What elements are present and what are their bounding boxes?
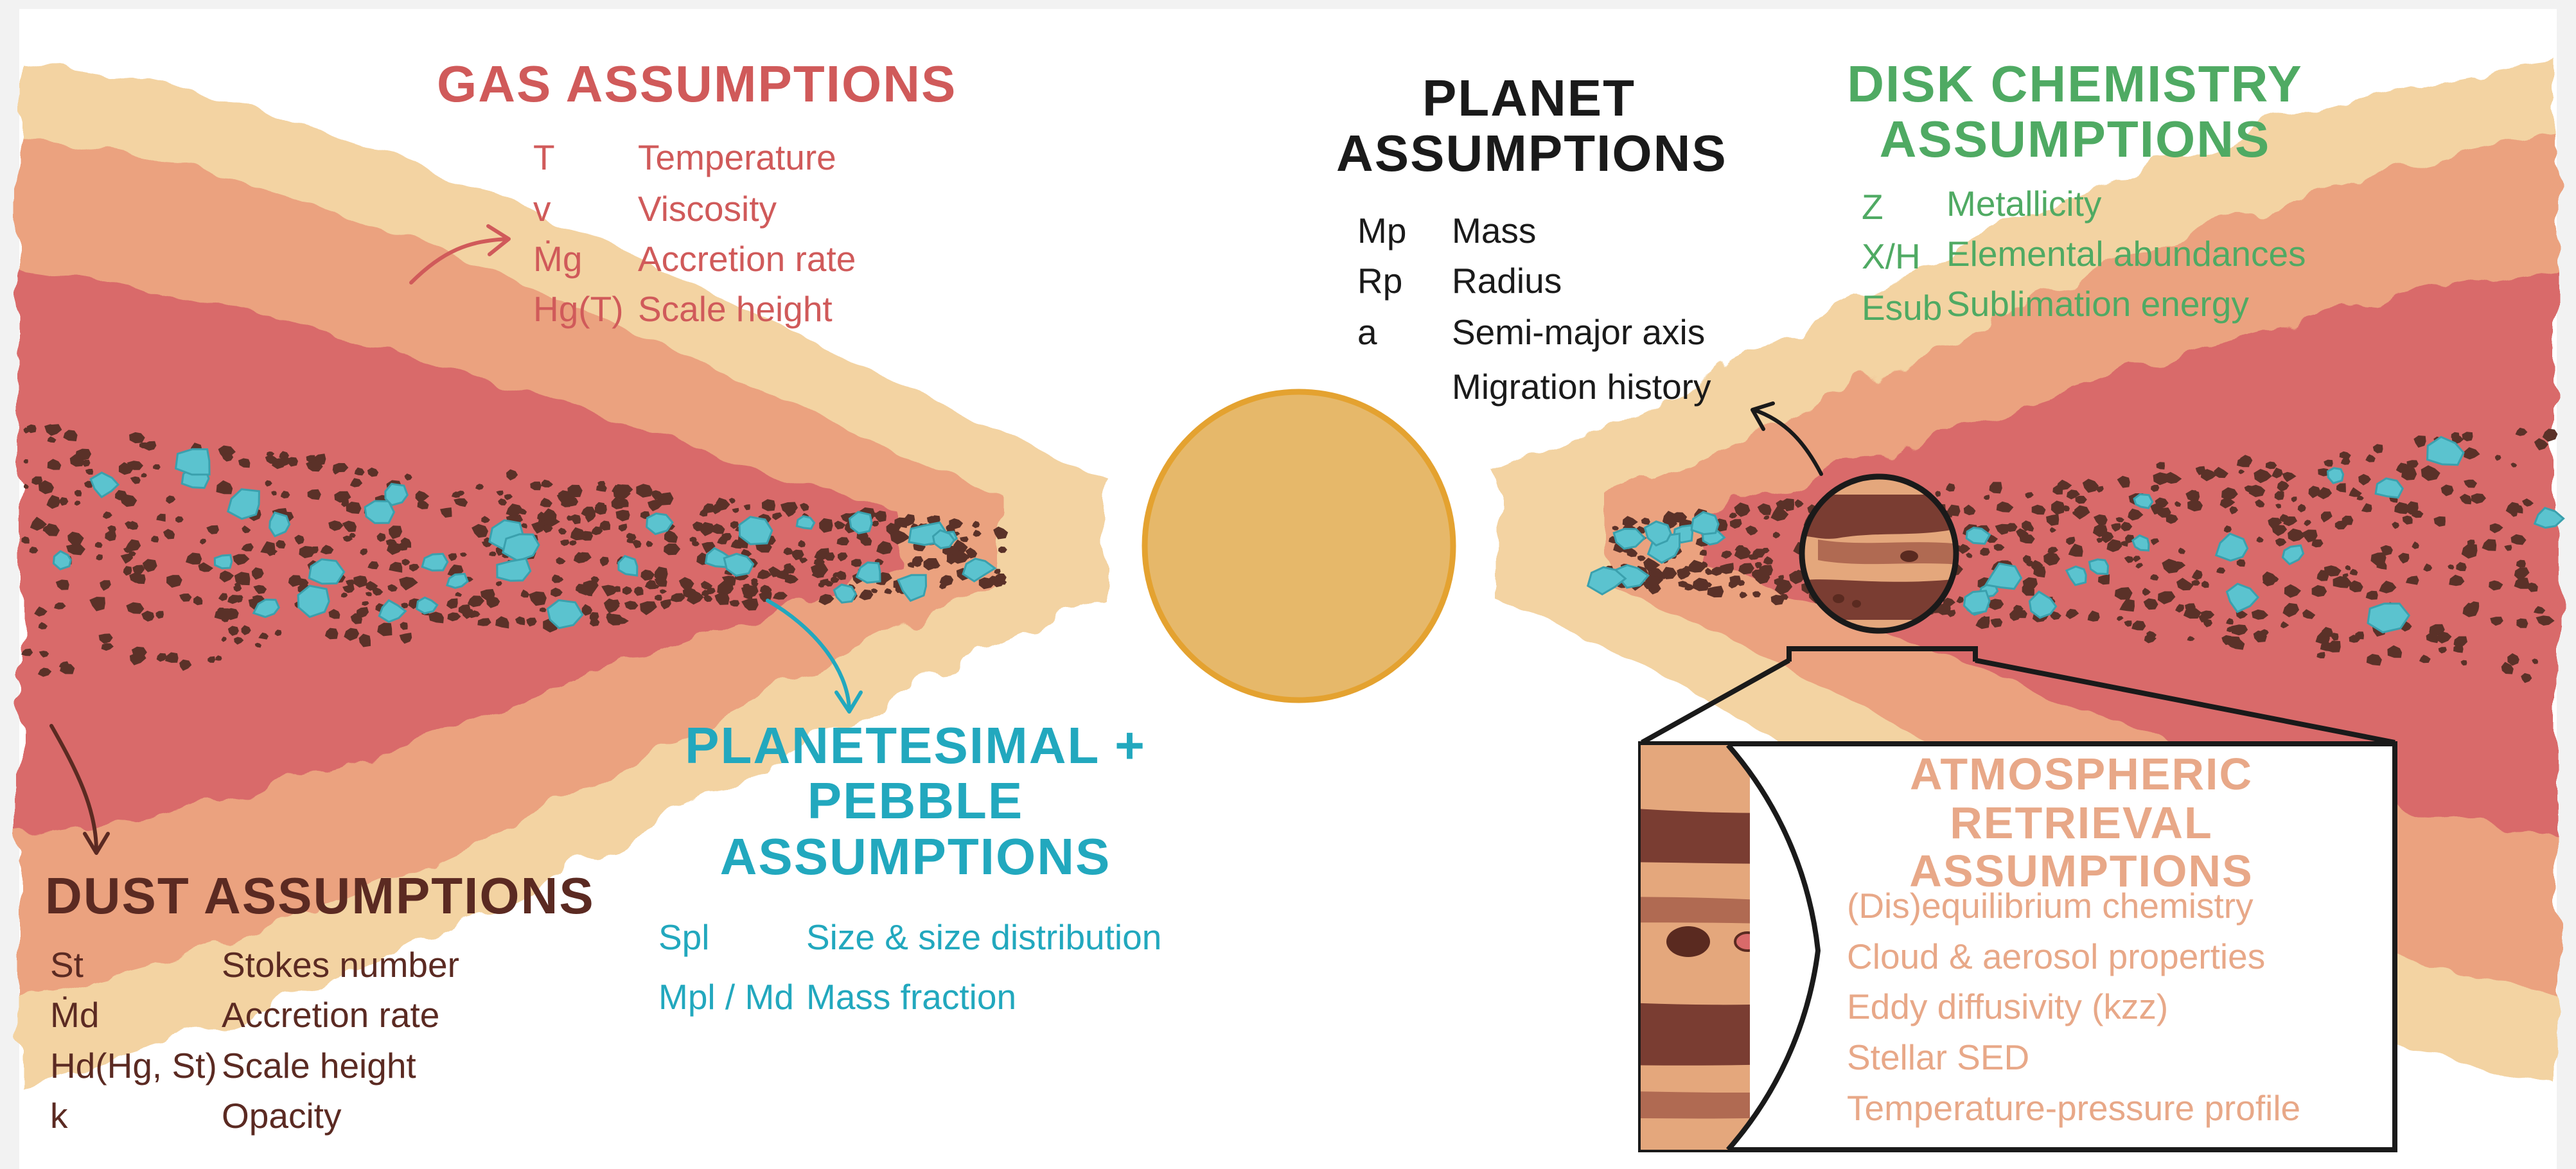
gas-symbol-scale-height: Hg(T): [533, 292, 624, 327]
atmosphere-item-stellar-sed: Stellar SED: [1847, 1040, 2029, 1075]
planet-label-radius: Radius: [1452, 263, 1562, 299]
ice-pebble: [215, 555, 231, 568]
planet-title-line-1: PLANET: [1336, 71, 1722, 126]
atmosphere-item-chemistry: (Dis)equilibrium chemistry: [1847, 888, 2254, 924]
planet-assumptions-title: PLANET ASSUMPTIONS: [1336, 71, 1722, 182]
planet-label-migration: Migration history: [1452, 369, 1711, 405]
pebble-symbol-size: Spl: [658, 920, 710, 955]
ice-pebble: [1964, 591, 1989, 613]
gas-label-viscosity: Viscosity: [638, 191, 777, 227]
dust-symbol-accretion: Ṁd: [50, 998, 99, 1033]
star: [1145, 392, 1453, 700]
atmosphere-item-eddy-diffusivity: Eddy diffusivity (kzz): [1847, 989, 2168, 1024]
pebble-title-line-2: PEBBLE: [642, 773, 1188, 829]
pebble-title-line-1: PLANETESIMAL +: [642, 718, 1188, 773]
gas-label-temperature: Temperature: [638, 140, 836, 175]
pebble-label-size: Size & size distribution: [806, 920, 1161, 955]
pebble-title-line-3: ASSUMPTIONS: [642, 829, 1188, 884]
planet-label-semi-major-axis: Semi-major axis: [1452, 315, 1705, 350]
ice-pebble: [176, 449, 210, 475]
planet-label-mass: Mass: [1452, 213, 1536, 249]
ice-pebble: [619, 556, 637, 576]
dust-assumptions-title: DUST ASSUMPTIONS: [45, 868, 595, 924]
chemistry-label-abundances: Elemental abundances: [1946, 236, 2306, 272]
gas-assumptions-title: GAS ASSUMPTIONS: [437, 57, 957, 112]
atmosphere-title-line-1: ATMOSPHERIC RETRIEVAL: [1773, 750, 2390, 847]
pebble-assumptions-title: PLANETESIMAL + PEBBLE ASSUMPTIONS: [642, 718, 1188, 884]
dust-label-stokes: Stokes number: [222, 947, 459, 983]
pebble-symbol-mass-fraction: Mpl / Md: [658, 980, 794, 1015]
chemistry-symbol-abundances: X/H: [1862, 239, 1921, 274]
atmosphere-item-tp-profile: Temperature-pressure profile: [1847, 1091, 2300, 1126]
gas-symbol-accretion: Ṁg: [533, 242, 582, 277]
dust-label-scale-height: Scale height: [222, 1048, 416, 1084]
atmosphere-item-clouds: Cloud & aerosol properties: [1847, 939, 2265, 974]
planet-symbol-radius: Rp: [1357, 263, 1402, 299]
chemistry-label-sublimation: Sublimation energy: [1946, 286, 2249, 322]
chemistry-title-line-1: DISK CHEMISTRY: [1818, 57, 2332, 112]
planet-symbol-semi-major-axis: a: [1357, 315, 1377, 350]
dust-symbol-stokes: St: [50, 947, 84, 983]
gas-symbol-temperature: T: [533, 140, 555, 175]
dust-label-opacity: Opacity: [222, 1098, 341, 1134]
gas-label-scale-height: Scale height: [638, 292, 833, 327]
dust-symbol-scale-height: Hd(Hg, St): [50, 1048, 217, 1084]
pebble-label-mass-fraction: Mass fraction: [806, 980, 1016, 1015]
ice-pebble: [797, 516, 814, 529]
dust-label-accretion: Accretion rate: [222, 998, 439, 1033]
planet-title-line-2: ASSUMPTIONS: [1336, 126, 1722, 181]
chemistry-assumptions-title: DISK CHEMISTRY ASSUMPTIONS: [1818, 57, 2332, 168]
chemistry-label-metallicity: Metallicity: [1946, 186, 2101, 222]
atmosphere-assumptions-title: ATMOSPHERIC RETRIEVAL ASSUMPTIONS: [1773, 750, 2390, 896]
gas-symbol-viscosity: v: [533, 191, 551, 227]
ice-pebble: [2328, 468, 2343, 484]
chemistry-symbol-metallicity: Z: [1862, 189, 1883, 225]
planet-symbol-mass: Mp: [1357, 213, 1406, 249]
chemistry-symbol-sublimation: Esub: [1862, 290, 1942, 326]
dust-symbol-opacity: k: [50, 1098, 68, 1134]
chemistry-title-line-2: ASSUMPTIONS: [1818, 112, 2332, 167]
gas-label-accretion: Accretion rate: [638, 242, 856, 277]
